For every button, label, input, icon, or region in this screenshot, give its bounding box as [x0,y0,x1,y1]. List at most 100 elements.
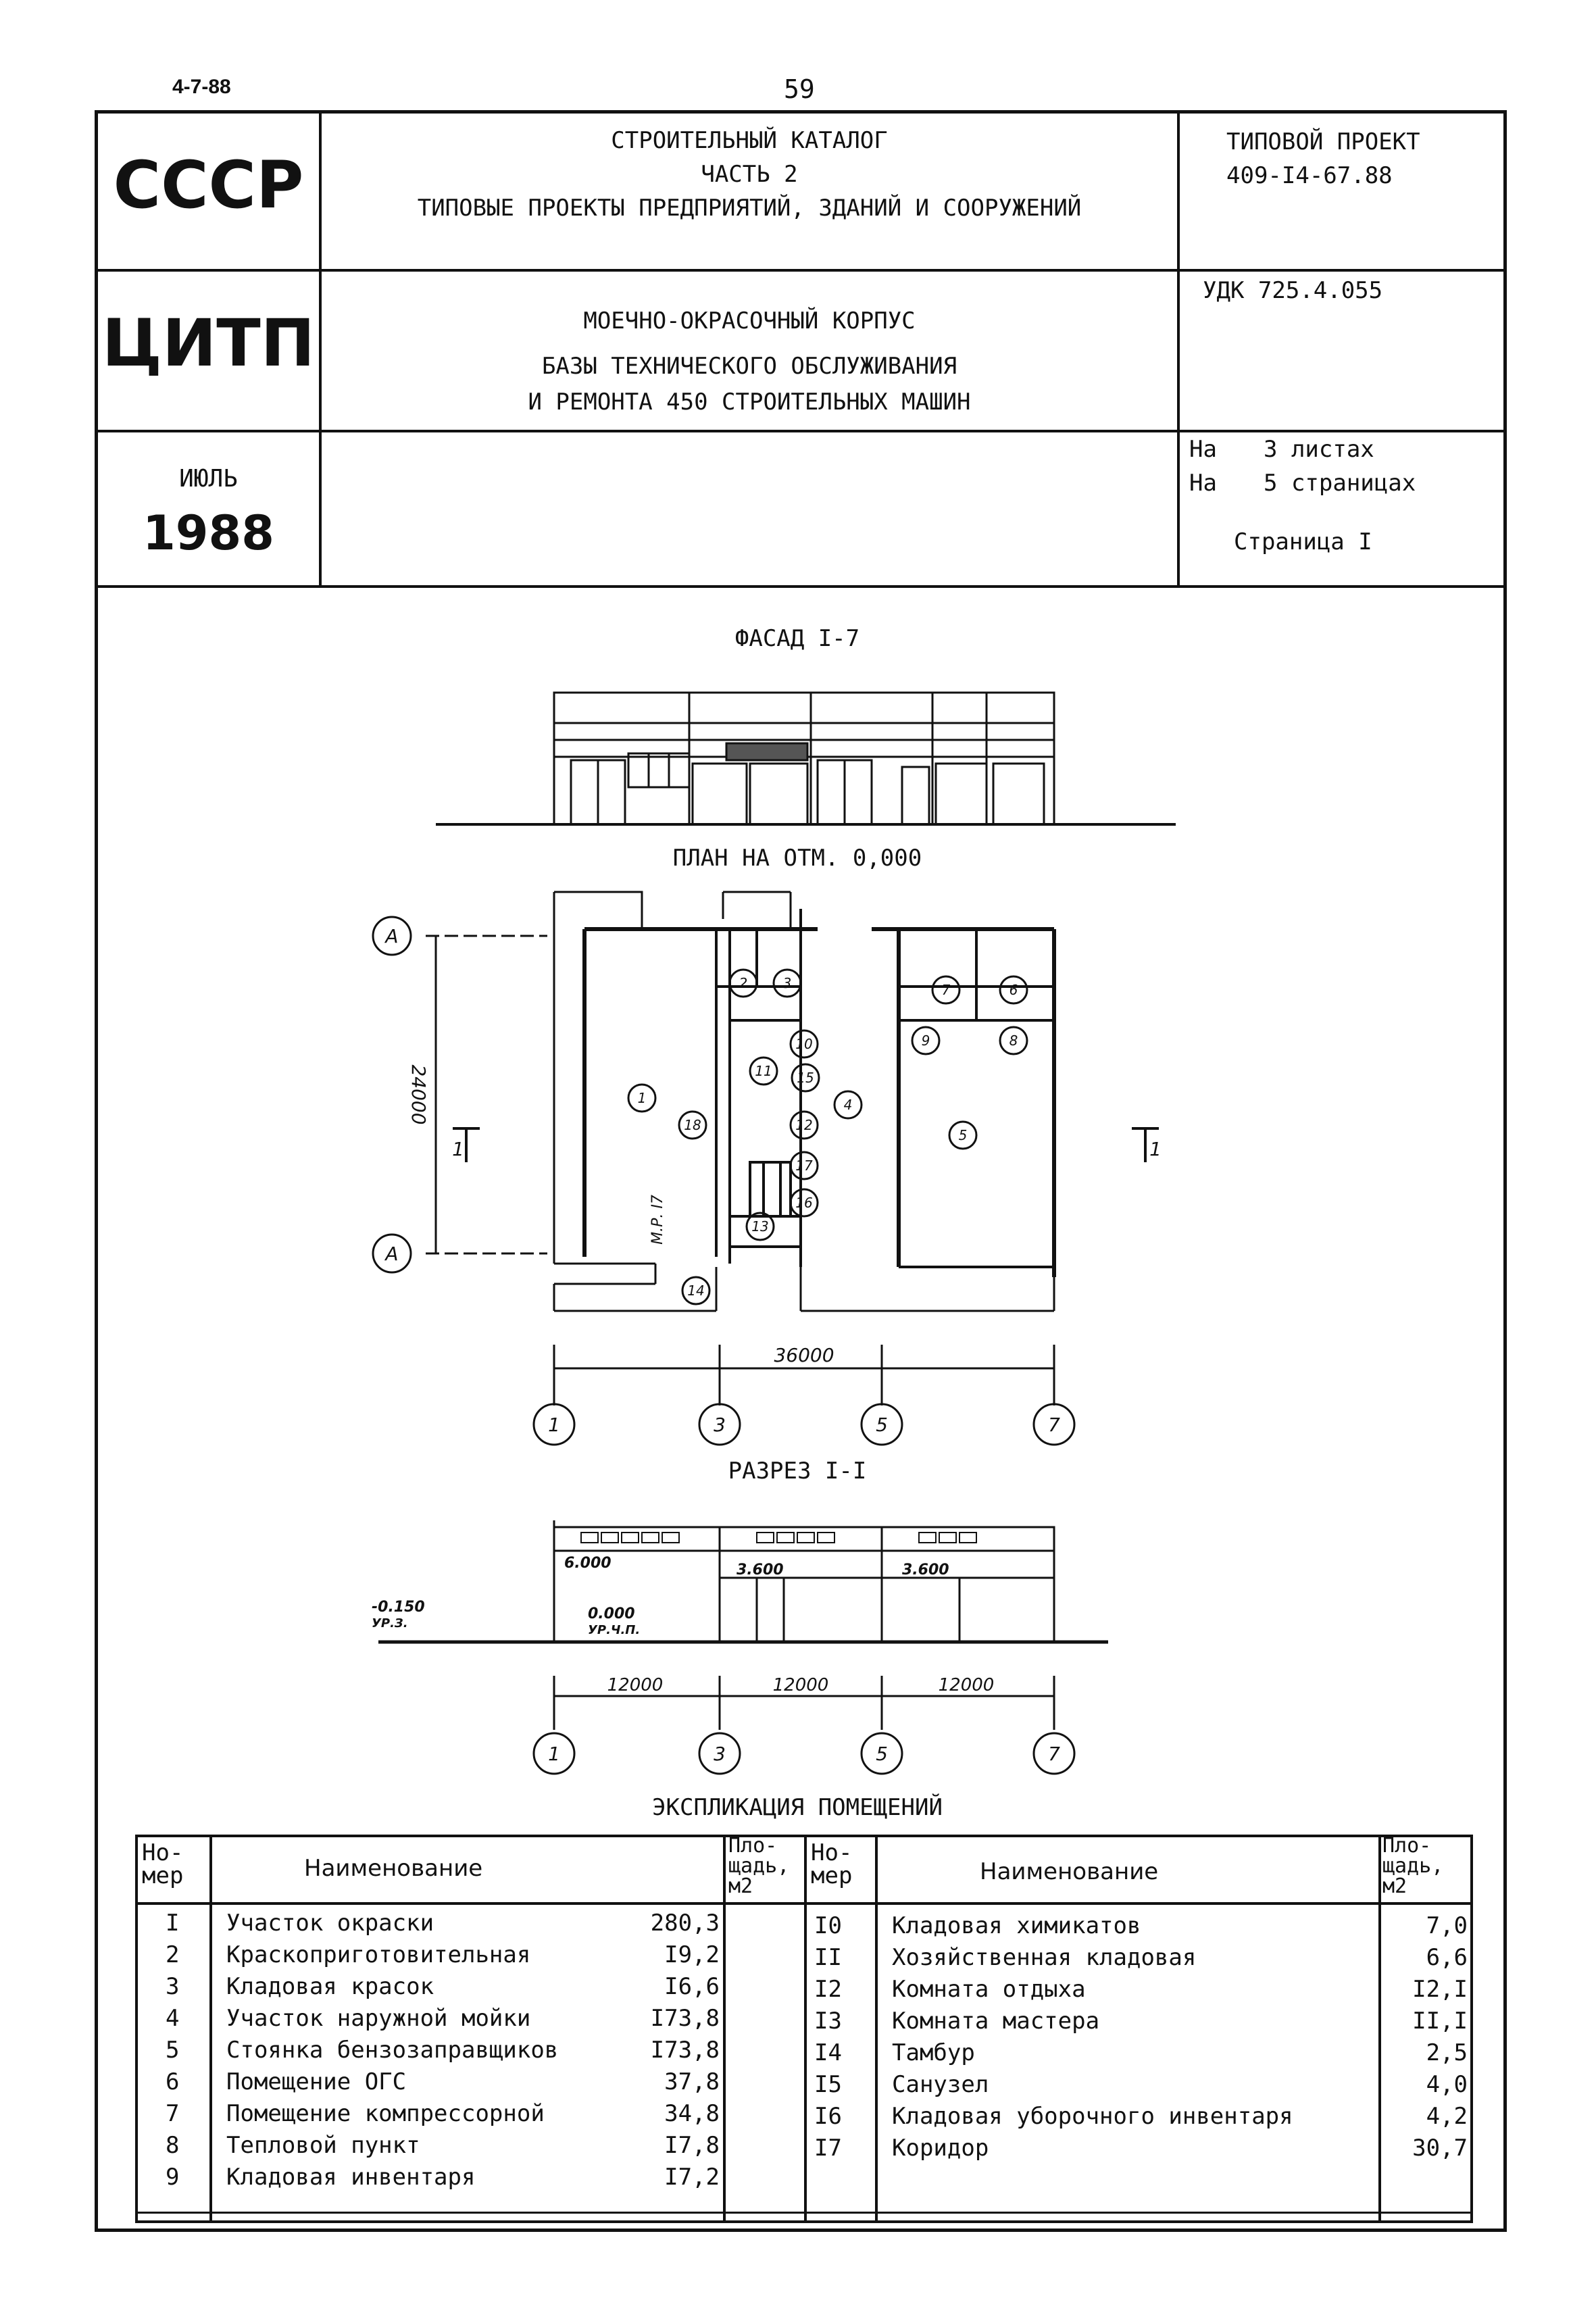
right-row-number-4: I3 [814,2008,842,2035]
dim-12000-2: 12000 [773,1675,829,1695]
dim-12000-1: 12000 [607,1675,664,1695]
section-axis-3: 3 [714,1743,726,1765]
table-col-1 [209,1835,212,2223]
elev-0000-label: УР.Ч.П. [588,1623,640,1637]
right-row-area-1: 7,0 [1426,1912,1468,1939]
left-row-area-2: I9,2 [664,1941,720,1968]
table-col-5 [1378,1835,1381,2223]
left-row-number-1: I [166,1910,180,1937]
facade-drawing [436,691,1176,826]
left-row-name-9: Кладовая инвентаря [226,2164,476,2191]
right-row-number-1: I0 [814,1912,842,1939]
right-row-number-7: I6 [814,2103,842,2130]
building-purpose-2: И РЕМОНТА 450 СТРОИТЕЛЬНЫХ МАШИН [528,389,971,416]
issue-month: ИЮЛЬ [179,465,238,493]
hdr-number-left: Но-мер [142,1839,184,1889]
org-ussr: СССР [113,147,304,223]
table-col-4 [875,1835,878,2223]
left-row-area-8: I7,8 [664,2132,720,2159]
left-row-area-1: 280,3 [650,1910,720,1937]
page-frame [95,110,1507,2232]
elev-ground-label: УР.З. [372,1616,408,1631]
axis-7: 7 [1048,1414,1060,1436]
hdr-area-left: Пло-щадь,м2 [728,1834,790,1898]
axis-1: 1 [548,1414,560,1436]
page-number: 59 [784,74,815,104]
pages-count: 5 страницах [1264,470,1416,497]
room-9: 9 [922,1032,930,1049]
title-vdivider-1 [319,110,322,587]
right-row-number-2: II [814,1944,842,1971]
room-12: 12 [795,1117,812,1133]
right-row-area-3: I2,I [1412,1976,1468,2003]
hdr-name-right: Наименование [980,1858,1159,1885]
right-row-name-8: Коридор [892,2135,989,2162]
right-row-area-4: II,I [1412,2008,1468,2035]
right-row-area-5: 2,5 [1426,2039,1468,2066]
left-row-name-1: Участок окраски [226,1910,434,1937]
dim-36000: 36000 [774,1344,834,1366]
catalog-part: ЧАСТЬ 2 [701,161,798,188]
facade-title: ФАСАД I-7 [734,625,860,652]
section-drawing: 6.000 3.600 3.600 0.000 УР.Ч.П. -0.150 У… [372,1520,1108,1775]
left-row-number-7: 7 [166,2100,180,2127]
room-17: 17 [795,1158,813,1174]
elev-ground: -0.150 [372,1599,425,1616]
left-row-name-7: Помещение компрессорной [226,2100,545,2127]
table-col-3 [804,1835,807,2223]
section-axis-1: 1 [548,1743,560,1765]
catalog-title: СТРОИТЕЛЬНЫЙ КАТАЛОГ [611,127,888,154]
right-row-name-5: Тамбур [892,2039,975,2066]
hdr-area-right: Пло-щадь,м2 [1382,1834,1444,1898]
right-row-name-4: Комната мастера [892,2008,1100,2035]
left-row-name-8: Тепловой пункт [226,2132,420,2159]
catalog-subtitle: ТИПОВЫЕ ПРОЕКТЫ ПРЕДПРИЯТИЙ, ЗДАНИЙ И СО… [417,195,1082,222]
right-row-name-1: Кладовая химикатов [892,1912,1141,1939]
axis-a-top: А [384,925,398,947]
left-row-number-4: 4 [166,2005,180,2032]
current-page: Страница I [1234,528,1372,555]
issue-year: 1988 [143,505,274,561]
left-row-area-7: 34,8 [664,2100,720,2127]
left-row-area-5: I73,8 [650,2037,720,2064]
right-row-number-5: I4 [814,2039,842,2066]
floor-plan-drawing: А А 24000 36000 1 1 1 3 5 7 М.Р. I7 1 2 … [372,891,1162,1446]
right-row-area-6: 4,0 [1426,2071,1468,2098]
hdr-name-left: Наименование [304,1855,483,1882]
left-row-number-9: 9 [166,2164,180,2191]
room-15: 15 [797,1070,814,1086]
room-3: 3 [783,975,792,991]
right-row-area-7: 4,2 [1426,2103,1468,2130]
cut-mark-left: 1 [452,1138,464,1160]
right-row-name-3: Комната отдыха [892,1976,1086,2003]
elev-3600-mid: 3.600 [737,1562,784,1578]
title-vdivider-2 [1177,110,1180,587]
explication-table: Но-мер Наименование Пло-щадь,м2 Но-мер Н… [135,1835,1473,2223]
left-row-name-5: Стоянка бензозаправщиков [226,2037,559,2064]
section-axis-7: 7 [1048,1743,1060,1765]
sheets-prefix: На [1189,436,1217,463]
room-4: 4 [844,1097,853,1113]
org-citp: ЦИТП [101,305,316,381]
plan-title: ПЛАН НА ОТМ. 0,000 [672,845,922,872]
left-row-number-5: 5 [166,2037,180,2064]
axis-5: 5 [876,1414,888,1436]
right-row-number-6: I5 [814,2071,842,2098]
right-row-area-8: 30,7 [1412,2135,1468,2162]
pages-prefix: На [1189,470,1217,497]
right-row-name-2: Хозяйственная кладовая [892,1944,1197,1971]
left-row-number-8: 8 [166,2132,180,2159]
sheets-count: 3 листах [1264,436,1374,463]
right-row-name-6: Санузел [892,2071,989,2098]
title-divider-1 [95,269,1507,272]
room-5: 5 [959,1127,968,1143]
hdr-number-right: Но-мер [811,1839,853,1889]
document-code: 4-7-88 [172,76,231,98]
left-row-number-2: 2 [166,1941,180,1968]
explication-title: ЭКСПЛИКАЦИЯ ПОМЕЩЕНИЙ [652,1794,943,1821]
cut-mark-right: 1 [1149,1138,1162,1160]
right-row-name-7: Кладовая уборочного инвентаря [892,2103,1293,2130]
room-8: 8 [1009,1032,1018,1049]
left-row-area-6: 37,8 [664,2068,720,2095]
left-row-name-6: Помещение ОГС [226,2068,407,2095]
